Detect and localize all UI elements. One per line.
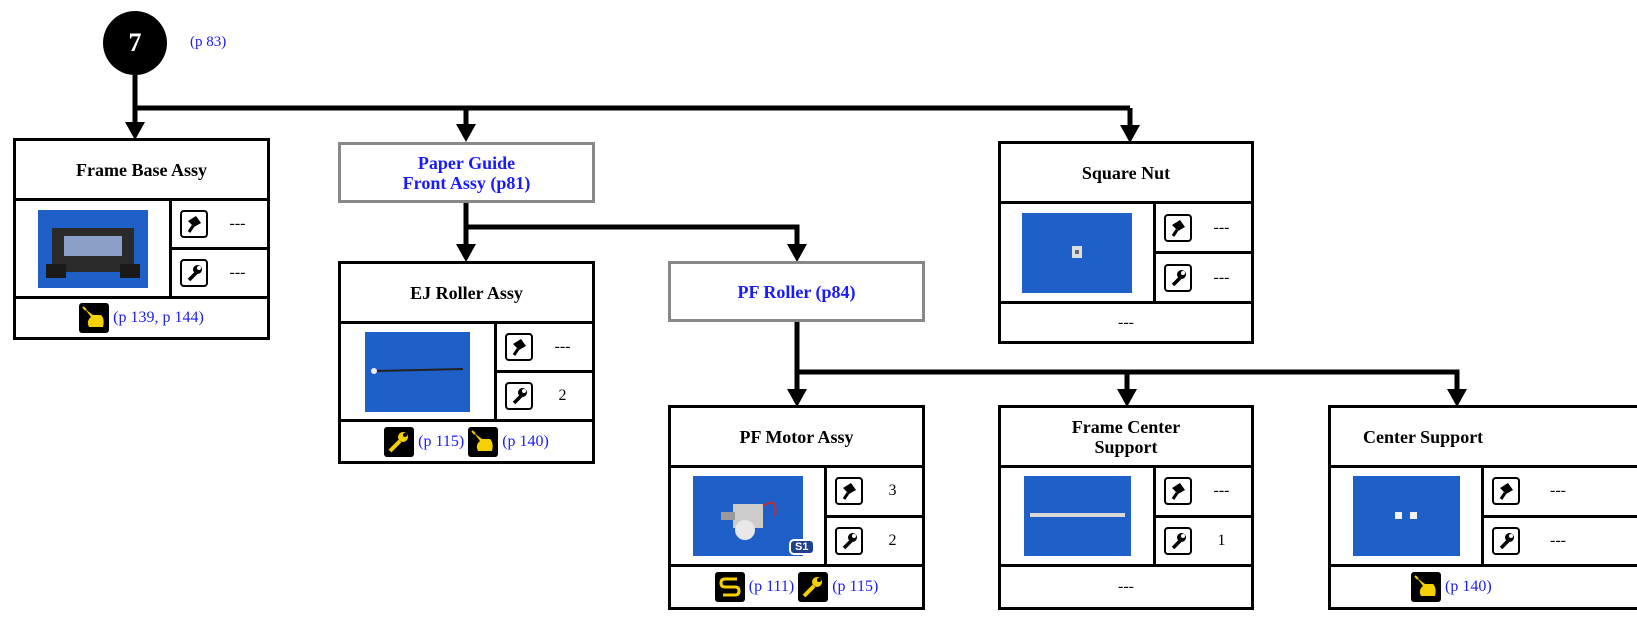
card-title-line1: Frame Center: [1071, 416, 1181, 437]
lubrication-page-link[interactable]: (p 140): [1445, 578, 1492, 595]
screw-icon: [1492, 477, 1520, 506]
wrench-icon: [1164, 526, 1192, 555]
screw-count: 3: [888, 482, 897, 500]
card-frame-center-support: Frame Center Support --- 1 ---: [998, 405, 1254, 610]
wrench-icon: [505, 382, 533, 410]
screw-icon: [505, 333, 533, 361]
screw-icon: [1164, 213, 1192, 242]
screw-icon: [180, 210, 208, 238]
part-photo: S1: [671, 468, 827, 564]
screw-count: ---: [229, 215, 246, 232]
oil-icon: [79, 303, 110, 333]
group-pf-roller[interactable]: PF Roller (p84): [668, 261, 925, 322]
notes-empty: ---: [1118, 578, 1134, 595]
s1-badge: S1: [789, 539, 815, 555]
step-number: 7: [128, 28, 142, 57]
group-title-line2: Front Assy (p81): [402, 172, 531, 193]
card-center-support: Center Support --- --- (p 140): [1328, 405, 1637, 610]
wrench-count: 2: [888, 531, 897, 549]
screw-count: ---: [1550, 482, 1566, 500]
wrench-count: 2: [558, 387, 567, 404]
card-square-nut: Square Nut --- --- ---: [998, 141, 1254, 344]
wrench-icon: [1492, 526, 1520, 555]
lubrication-page-link[interactable]: (p 139, p 144): [113, 309, 204, 326]
card-title: EJ Roller Assy: [341, 264, 592, 324]
card-ej-roller-assy: EJ Roller Assy --- 2 (p 115) (p 140): [338, 261, 595, 464]
card-title: Center Support: [1331, 408, 1637, 468]
screw-count: ---: [554, 338, 571, 355]
group-title: PF Roller (p84): [737, 281, 856, 302]
adjust-icon: [798, 572, 829, 602]
lubrication-page-link[interactable]: (p 140): [502, 432, 549, 450]
wrench-icon: [835, 526, 863, 555]
wrench-count: ---: [1213, 268, 1230, 286]
group-paper-guide-front-assy[interactable]: Paper Guide Front Assy (p81): [338, 142, 595, 203]
adjustment-page-link[interactable]: (p 115): [418, 432, 465, 450]
card-title: Frame Base Assy: [16, 141, 267, 201]
card-frame-base-assy: Frame Base Assy --- --- (p 139, p 144): [13, 138, 270, 340]
oil-icon: [1411, 572, 1441, 602]
wrench-count: ---: [229, 264, 246, 281]
part-photo: [1331, 468, 1484, 564]
part-photo: [16, 201, 172, 296]
adjust-icon: [384, 426, 415, 457]
wrench-count: 1: [1217, 531, 1226, 549]
routing-page-link[interactable]: (p 111): [748, 578, 795, 595]
oil-icon: [468, 426, 499, 457]
card-title-line2: Support: [1094, 436, 1158, 457]
screw-icon: [835, 477, 863, 506]
card-title: Frame Center Support: [1001, 408, 1251, 468]
adjustment-page-link[interactable]: (p 115): [832, 578, 879, 595]
part-photo: [1001, 468, 1156, 564]
part-photo: [341, 324, 497, 419]
screw-count: ---: [1213, 482, 1230, 500]
card-title: PF Motor Assy: [671, 408, 922, 468]
card-title: Square Nut: [1001, 144, 1251, 204]
group-title-line1: Paper Guide: [417, 152, 516, 173]
part-photo: [1001, 204, 1156, 301]
wrench-icon: [1164, 263, 1192, 292]
wrench-count: ---: [1550, 531, 1566, 549]
step-page-link[interactable]: (p 83): [190, 34, 227, 50]
card-pf-motor-assy: PF Motor Assy S1 3 2 (p 111) (p 115): [668, 405, 925, 610]
screw-icon: [1164, 477, 1192, 506]
route-icon: [714, 572, 745, 602]
screw-count: ---: [1213, 218, 1230, 236]
notes-empty: ---: [1118, 313, 1134, 331]
wrench-icon: [180, 259, 208, 287]
step-number-badge: 7: [103, 11, 167, 75]
